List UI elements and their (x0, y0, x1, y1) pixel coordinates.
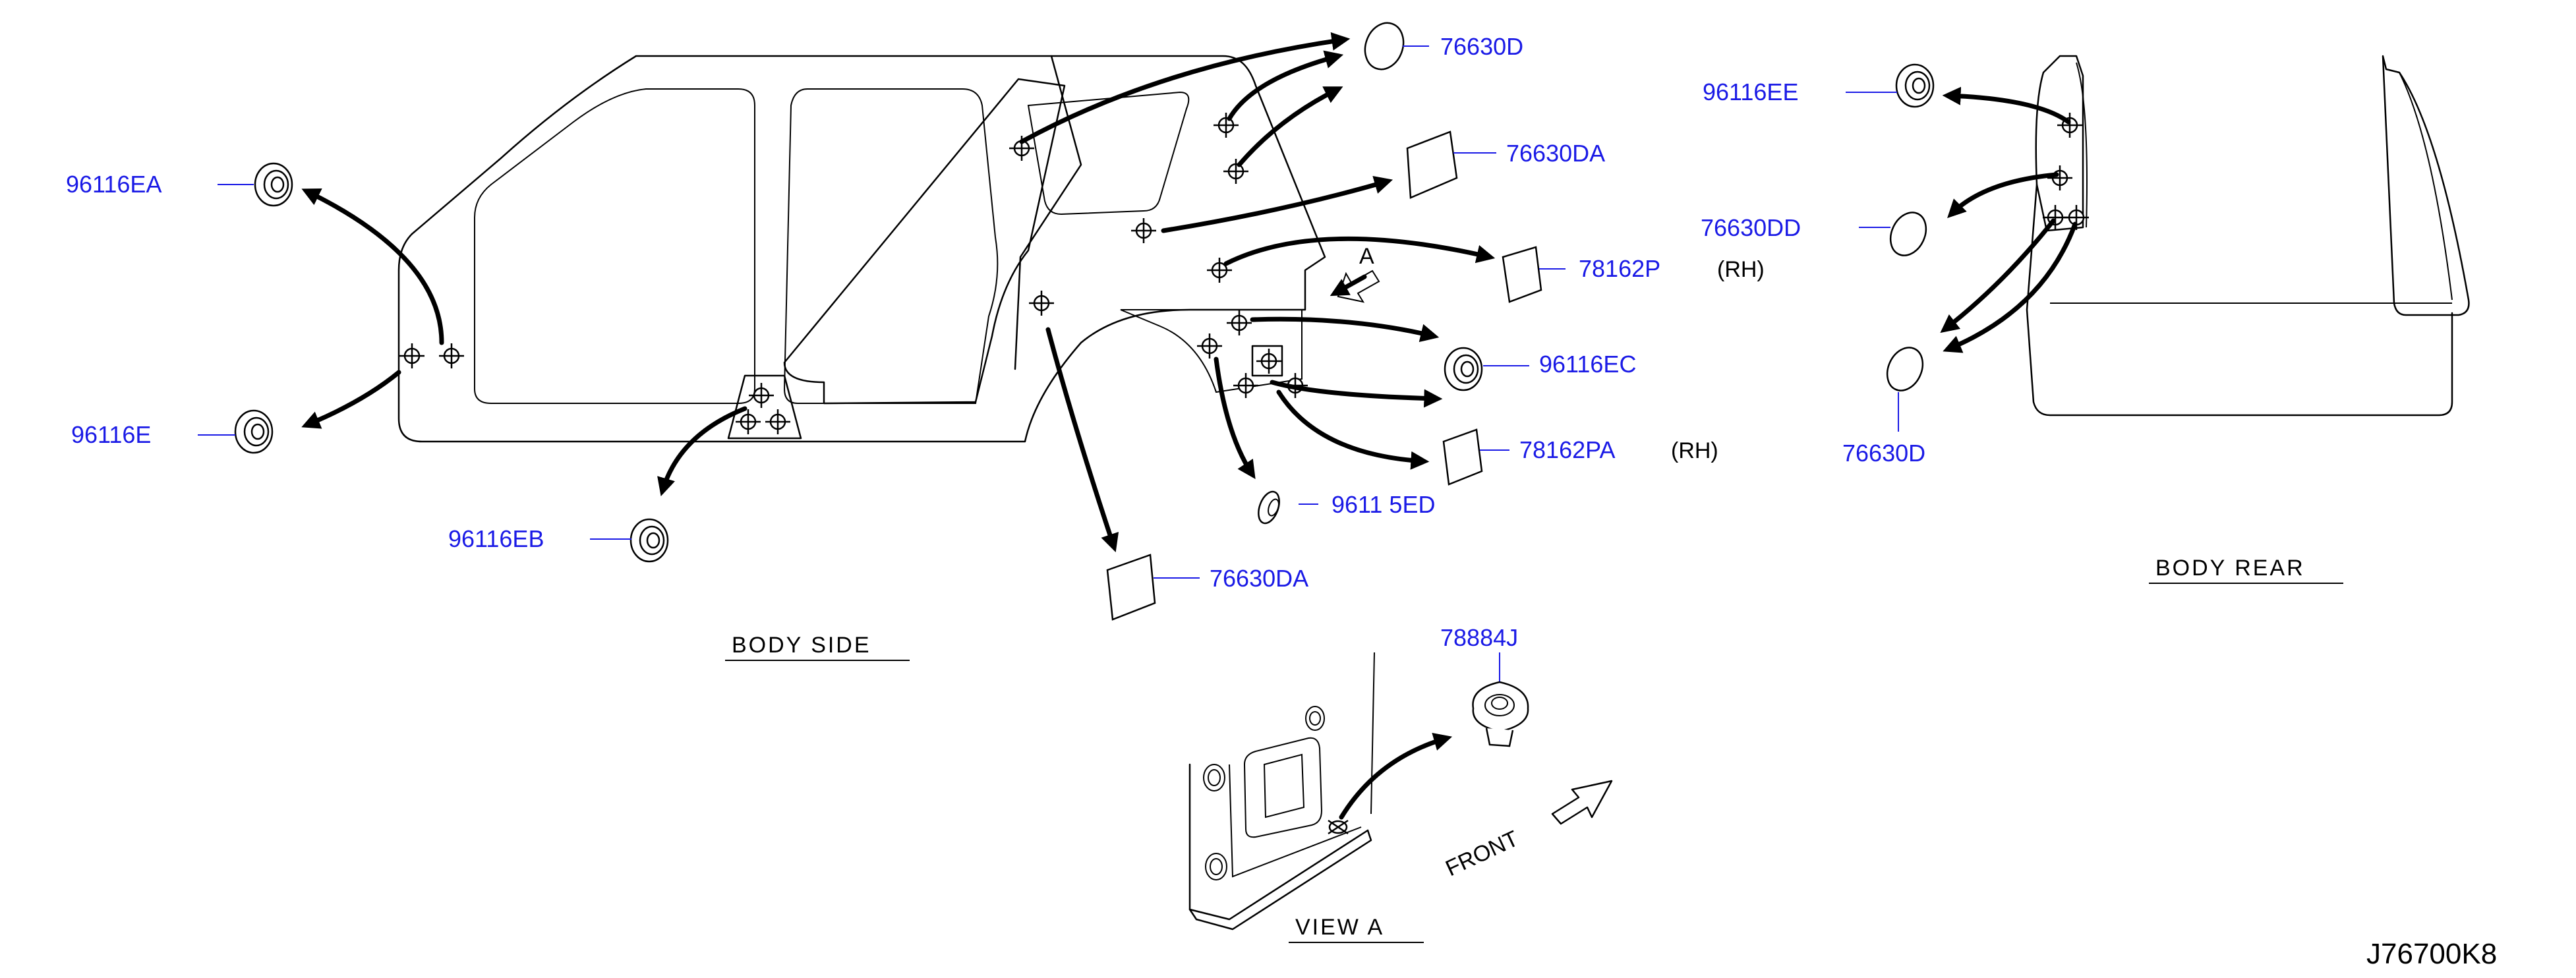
body-rear-panel (2026, 55, 2470, 417)
part-number-96116E: 96116E (71, 421, 151, 448)
part-78884J: 78884J (1440, 624, 1529, 747)
part-76630D-rear: 76630D (1842, 347, 1925, 467)
part-96116E: 96116E (71, 409, 274, 454)
part-number-76630DD: 76630DD (1701, 214, 1801, 241)
part-number-76630DA: 76630DA (1210, 565, 1308, 592)
part-number-78162P: 78162P (1579, 255, 1660, 282)
part-note-rh: (RH) (1717, 257, 1765, 282)
part-number-76630D: 76630D (1440, 33, 1523, 60)
part-number-76630DA: 76630DA (1506, 140, 1605, 167)
view-a-marker: A (1359, 244, 1374, 269)
part-96116EC: 96116EC (1444, 347, 1636, 391)
part-76630DA-bottom: 76630DA (1106, 554, 1308, 621)
body-rear-arrows (1940, 86, 2078, 353)
part-96116ED: 9611 5ED (1258, 490, 1435, 525)
view-a-panel (1188, 652, 1453, 931)
part-note-rh: (RH) (1671, 438, 1718, 463)
caption-view-a: VIEW A (1295, 915, 1384, 940)
body-side-arrows (301, 32, 1496, 552)
part-96116EB: 96116EB (448, 518, 669, 563)
part-number-78162PA: 78162PA (1519, 436, 1615, 463)
part-76630DD: 76630DD (1701, 212, 1927, 256)
part-number-96116EA: 96116EA (66, 171, 161, 198)
front-label: FRONT (1442, 826, 1522, 881)
part-number-96116EE: 96116EE (1703, 78, 1798, 105)
front-direction-arrow: FRONT (1442, 780, 1613, 881)
part-number-96116EC: 96116EC (1539, 351, 1636, 378)
part-76630DA-top: 76630DA (1406, 130, 1605, 199)
caption-body-side: BODY SIDE (732, 633, 871, 658)
body-side-panel (397, 55, 1326, 443)
part-78162P: 78162P (RH) (1502, 246, 1765, 303)
part-number-96116EB: 96116EB (448, 525, 544, 552)
part-96116EA: 96116EA (66, 162, 293, 207)
part-78162PA: 78162PA (RH) (1442, 428, 1718, 486)
diagram-code: J76700K8 (2366, 938, 2497, 970)
part-number-76630D: 76630D (1842, 440, 1925, 467)
part-number-96116ED: 9611 5ED (1332, 491, 1435, 518)
caption-body-rear: BODY REAR (2155, 556, 2305, 581)
part-76630D-top: 76630D (1364, 22, 1523, 71)
part-number-78884J: 78884J (1440, 624, 1518, 651)
part-96116EE: 96116EE (1703, 63, 1935, 108)
